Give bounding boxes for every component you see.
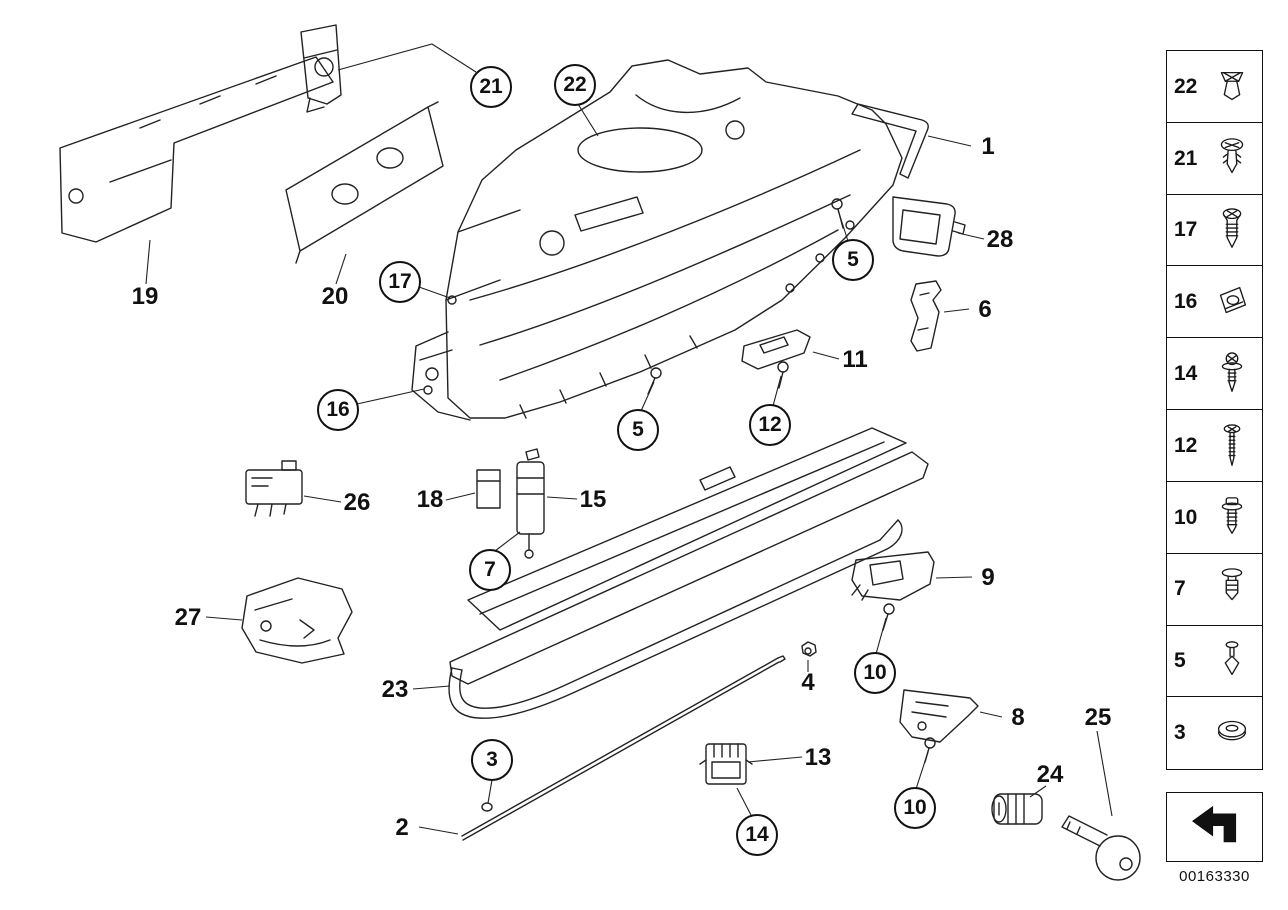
document-number: 00163330 xyxy=(1179,868,1250,885)
callout-13[interactable]: 13 xyxy=(804,744,832,771)
callout-15[interactable]: 15 xyxy=(579,486,607,513)
callout-28[interactable]: 28 xyxy=(986,226,1014,253)
callout-19[interactable]: 19 xyxy=(131,283,159,310)
clip-nut-icon xyxy=(1201,279,1262,325)
bolt-washer-icon xyxy=(1201,495,1262,541)
legend-number: 16 xyxy=(1174,290,1198,314)
long-screw-icon xyxy=(1201,423,1262,469)
back-arrow-icon xyxy=(1187,802,1243,853)
callout-6[interactable]: 6 xyxy=(978,296,992,323)
callout-18[interactable]: 18 xyxy=(416,486,444,513)
callout-26[interactable]: 26 xyxy=(343,489,371,516)
legend-number: 5 xyxy=(1174,649,1186,673)
legend-item-5[interactable]: 5 xyxy=(1166,624,1263,698)
callout-24[interactable]: 24 xyxy=(1036,761,1064,788)
callout-8[interactable]: 8 xyxy=(1011,704,1025,731)
callout-21[interactable]: 21 xyxy=(470,66,512,108)
screw-icon xyxy=(1201,207,1262,253)
back-arrow-button[interactable] xyxy=(1166,792,1263,862)
legend-item-16[interactable]: 16 xyxy=(1166,265,1263,339)
callout-27[interactable]: 27 xyxy=(174,604,202,631)
legend-item-10[interactable]: 10 xyxy=(1166,480,1263,555)
legend-number: 10 xyxy=(1174,505,1198,529)
expanding-rivet-icon xyxy=(1201,566,1262,612)
callout-23[interactable]: 23 xyxy=(381,676,409,703)
expansion-rivet-icon xyxy=(1201,64,1262,110)
legend-item-12[interactable]: 12 xyxy=(1166,409,1263,483)
callout-20[interactable]: 20 xyxy=(321,283,349,310)
callout-12[interactable]: 12 xyxy=(749,404,791,446)
legend-item-21[interactable]: 21 xyxy=(1166,121,1263,196)
legend-number: 12 xyxy=(1174,433,1198,457)
grommet-icon xyxy=(1201,710,1262,756)
callout-22[interactable]: 22 xyxy=(554,64,596,106)
legend-number: 3 xyxy=(1174,721,1186,745)
legend-item-3[interactable]: 3 xyxy=(1166,696,1263,770)
callout-2[interactable]: 2 xyxy=(395,814,409,841)
legend-number: 17 xyxy=(1174,218,1198,242)
screw-washer-icon xyxy=(1201,351,1262,397)
fastener-legend: 22 21 17 xyxy=(1166,50,1263,770)
callout-4[interactable]: 4 xyxy=(801,669,815,696)
legend-number: 14 xyxy=(1174,362,1198,385)
callout-16[interactable]: 16 xyxy=(317,389,359,431)
callout-10-b[interactable]: 10 xyxy=(894,787,936,829)
plastic-plug-icon xyxy=(1201,638,1262,684)
legend-item-14[interactable]: 14 xyxy=(1166,337,1263,411)
callout-25[interactable]: 25 xyxy=(1084,704,1112,731)
callout-9[interactable]: 9 xyxy=(981,564,995,591)
callout-3[interactable]: 3 xyxy=(471,739,513,781)
legend-number: 22 xyxy=(1174,74,1198,98)
callout-5-b[interactable]: 5 xyxy=(617,409,659,451)
callout-11[interactable]: 11 xyxy=(842,346,868,373)
legend-item-22[interactable]: 22 xyxy=(1166,50,1263,124)
legend-item-7[interactable]: 7 xyxy=(1166,552,1263,627)
callout-5-a[interactable]: 5 xyxy=(832,239,874,281)
callout-17[interactable]: 17 xyxy=(379,261,421,303)
legend-number: 21 xyxy=(1174,146,1198,170)
legend-number: 7 xyxy=(1174,577,1186,601)
callout-1[interactable]: 1 xyxy=(981,133,995,160)
callout-14[interactable]: 14 xyxy=(736,814,778,856)
callout-10-a[interactable]: 10 xyxy=(854,652,896,694)
legend-item-17[interactable]: 17 xyxy=(1166,193,1263,268)
clip-fastener-icon xyxy=(1201,136,1262,182)
callout-7[interactable]: 7 xyxy=(469,549,511,591)
